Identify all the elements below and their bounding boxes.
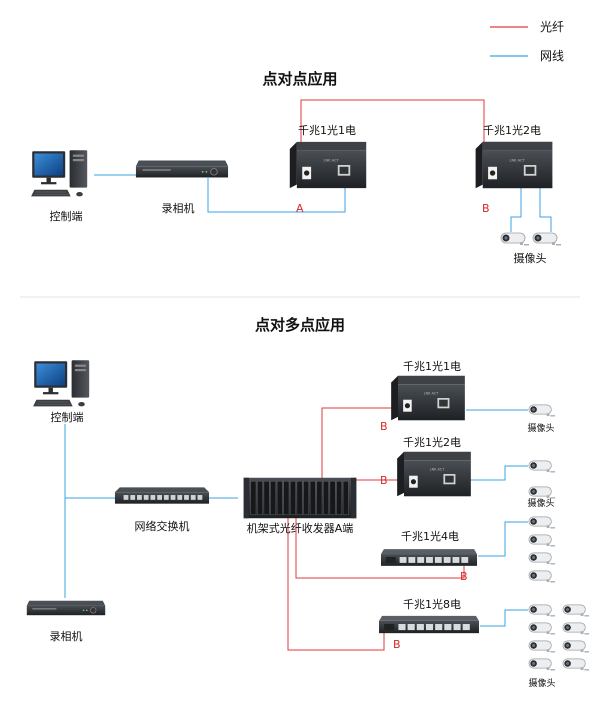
top-camera-icon (500, 232, 530, 246)
bottom-dev4-camera-icon (562, 640, 590, 653)
bottom-cables (64, 409, 528, 627)
top-fiber-link (300, 99, 485, 180)
bottom-switch-label: 网络交换机 (135, 519, 190, 533)
legend-fiber-label: 光纤 (540, 20, 564, 34)
bottom-dev3-marker: B (460, 570, 468, 583)
bottom-dev2-marker: B (380, 474, 388, 487)
top-cable-converter-cam2 (539, 180, 552, 232)
bottom-dev3-switch-icon (380, 549, 478, 566)
bottom-dev4-camera-icon (528, 658, 556, 671)
bottom-dev4-switch-icon (379, 615, 479, 634)
bottom-dev1-label: 千兆1光1电 (403, 359, 461, 373)
bottom-dev4-label: 千兆1光8电 (403, 597, 461, 611)
bottom-rack-label: 机架式光纤收发器A端 (247, 521, 354, 535)
bottom-dev3-camera-icon (528, 534, 556, 547)
bottom-fiber-dev1 (321, 407, 394, 492)
bottom-dev1-camera-label: 摄像头 (527, 422, 554, 434)
bottom-dev2-converter-icon (397, 451, 471, 497)
top-converter-b-icon (475, 141, 553, 189)
bottom-fiber-dev4 (287, 512, 385, 651)
bottom-dev4-camera-icon (528, 622, 556, 635)
top-recorder-label: 录相机 (162, 201, 195, 215)
top-cables (94, 174, 552, 232)
bottom-dev4-camera-icon (528, 640, 556, 653)
top-recorder-icon (135, 160, 229, 178)
bottom-dev4-camera-icon (562, 658, 590, 671)
bottom-dev3-camera-icon (528, 552, 556, 565)
bottom-dev2-camera-icon (528, 460, 556, 473)
top-computer-icon (30, 149, 88, 197)
top-camera-icon (532, 232, 562, 246)
bottom-dev2-camera-label: 摄像头 (527, 497, 554, 509)
bottom-dev4-marker: B (393, 638, 401, 651)
legend-cable-label: 网线 (540, 49, 564, 63)
bottom-dev4-camera-icon (528, 604, 556, 617)
bottom-dev2-label: 千兆1光2电 (403, 435, 461, 449)
bottom-title: 点对多点应用 (255, 316, 345, 334)
bottom-cable-dev4-cams (480, 609, 528, 627)
bottom-recorder-label: 录相机 (50, 629, 83, 643)
bottom-switch-icon (114, 487, 210, 504)
bottom-computer-icon (32, 359, 90, 407)
top-control-label: 控制端 (50, 209, 83, 223)
bottom-dev1-converter-icon (391, 375, 465, 421)
bottom-rack-icon (243, 477, 357, 519)
top-marker-b: B (482, 202, 490, 215)
bottom-dev3-label: 千兆1光4电 (401, 529, 459, 543)
bottom-control-label: 控制端 (51, 410, 84, 424)
bottom-cable-dev3-cams (478, 521, 528, 557)
bottom-recorder-icon (26, 600, 106, 616)
top-conv-b-label: 千兆1光2电 (483, 123, 541, 137)
top-cable-converter-cam1 (510, 180, 522, 232)
top-title: 点对点应用 (262, 70, 337, 88)
top-cable-recorder-converter (207, 178, 346, 213)
bottom-dev4-camera-icon (562, 604, 590, 617)
top-camera-label: 摄像头 (514, 251, 547, 265)
bottom-dev2-camera-icon (528, 486, 556, 499)
bottom-dev1-camera-icon (528, 404, 556, 417)
bottom-dev3-camera-icon (528, 516, 556, 529)
top-conv-a-label: 千兆1光1电 (298, 123, 356, 137)
top-converter-a-icon (289, 141, 367, 189)
bottom-dev4-camera-icon (562, 622, 590, 635)
bottom-dev3-camera-icon (528, 570, 556, 583)
bottom-dev4-camera-label: 摄像头 (528, 677, 555, 689)
bottom-fiber-dev3 (295, 512, 465, 579)
top-marker-a: A (296, 202, 304, 215)
bottom-cable-dev2-cams (470, 465, 528, 481)
bottom-dev1-marker: B (380, 420, 388, 433)
legend: 光纤 网线 (490, 20, 564, 63)
